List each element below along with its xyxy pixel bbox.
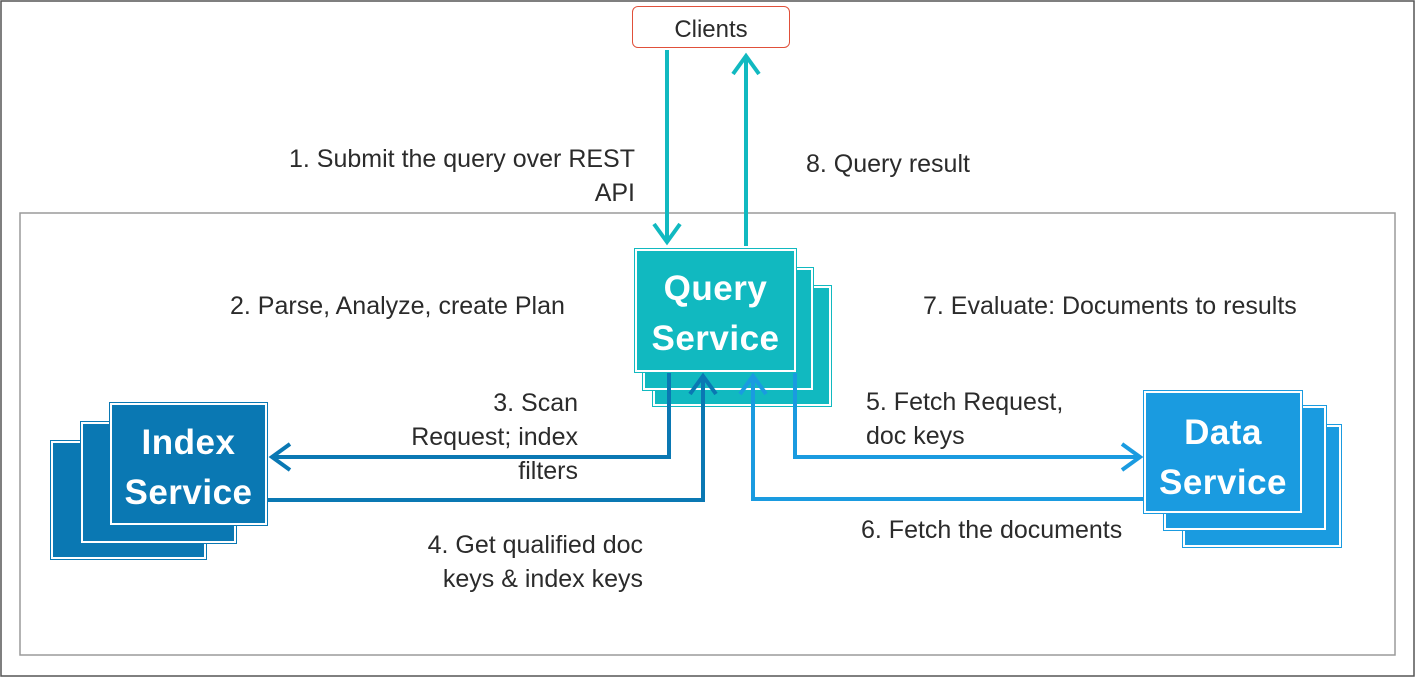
index-service-label-line1: Index [141,423,236,462]
query-service-box [634,248,797,373]
step-3-label: 3. Scan Request; index filters [411,389,578,485]
query-service-label-line2: Service [651,319,780,358]
index-service-label-line2: Service [124,473,253,512]
data-service-label: Data Service [1143,408,1303,508]
data-service-label-line2: Service [1158,463,1288,502]
arrow-scan-request [268,373,671,472]
arrow-fetch-documents [738,372,1143,501]
data-service-box [1143,390,1303,514]
step-5-label: 5. Fetch Request, doc keys [866,388,1064,450]
query-service-label-line1: Query [663,269,768,308]
clients-node: Clients [632,6,790,48]
arrow-submit-query [652,50,682,246]
step-6-label: 6. Fetch the documents [861,516,1123,544]
arrow-qualified-keys [268,372,718,502]
step-4-label: 4. Get qualified doc keys & index keys [427,531,643,593]
query-service-label: Query Service [634,264,797,364]
data-service-label-line1: Data [1184,413,1262,452]
index-service-label: Index Service [109,418,268,518]
step-2-label: 2. Parse, Analyze, create Plan [230,292,565,320]
step-7-label: 7. Evaluate: Documents to results [923,292,1297,320]
step-1-label: 1. Submit the query over REST API [289,145,635,207]
cluster-frame [19,212,1396,656]
index-service-box [109,402,268,526]
step-8-label: 8. Query result [806,150,970,178]
arrow-fetch-request [793,373,1144,472]
arrow-query-result [731,52,761,246]
